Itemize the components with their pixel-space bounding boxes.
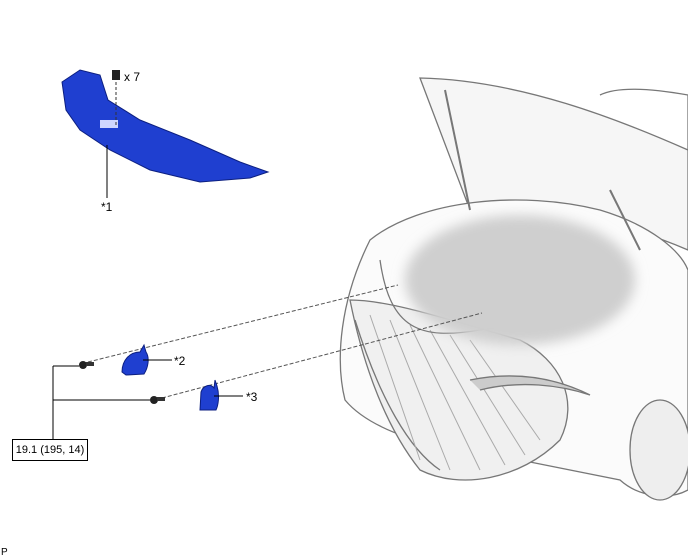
horn-part-2	[121, 343, 149, 376]
horn-part-3	[199, 379, 220, 411]
page-marker: P	[1, 547, 8, 558]
cooling-plate-part-1	[61, 69, 270, 183]
bolt-icon	[150, 396, 165, 404]
part-1-opening	[100, 120, 118, 128]
part-3-label: *3	[246, 390, 258, 404]
torque-bracket-lines	[52, 365, 150, 440]
engine-compartment-blurred	[405, 215, 635, 345]
dashed-guide-2	[87, 284, 399, 363]
part-1-label: *1	[101, 200, 113, 214]
clip-icon	[112, 70, 120, 80]
part-2-label: *2	[174, 354, 186, 368]
clip-count-label: x 7	[124, 70, 141, 84]
bolt-icon	[79, 361, 94, 369]
torque-spec-box: 19.1 (195, 14)	[12, 439, 88, 461]
